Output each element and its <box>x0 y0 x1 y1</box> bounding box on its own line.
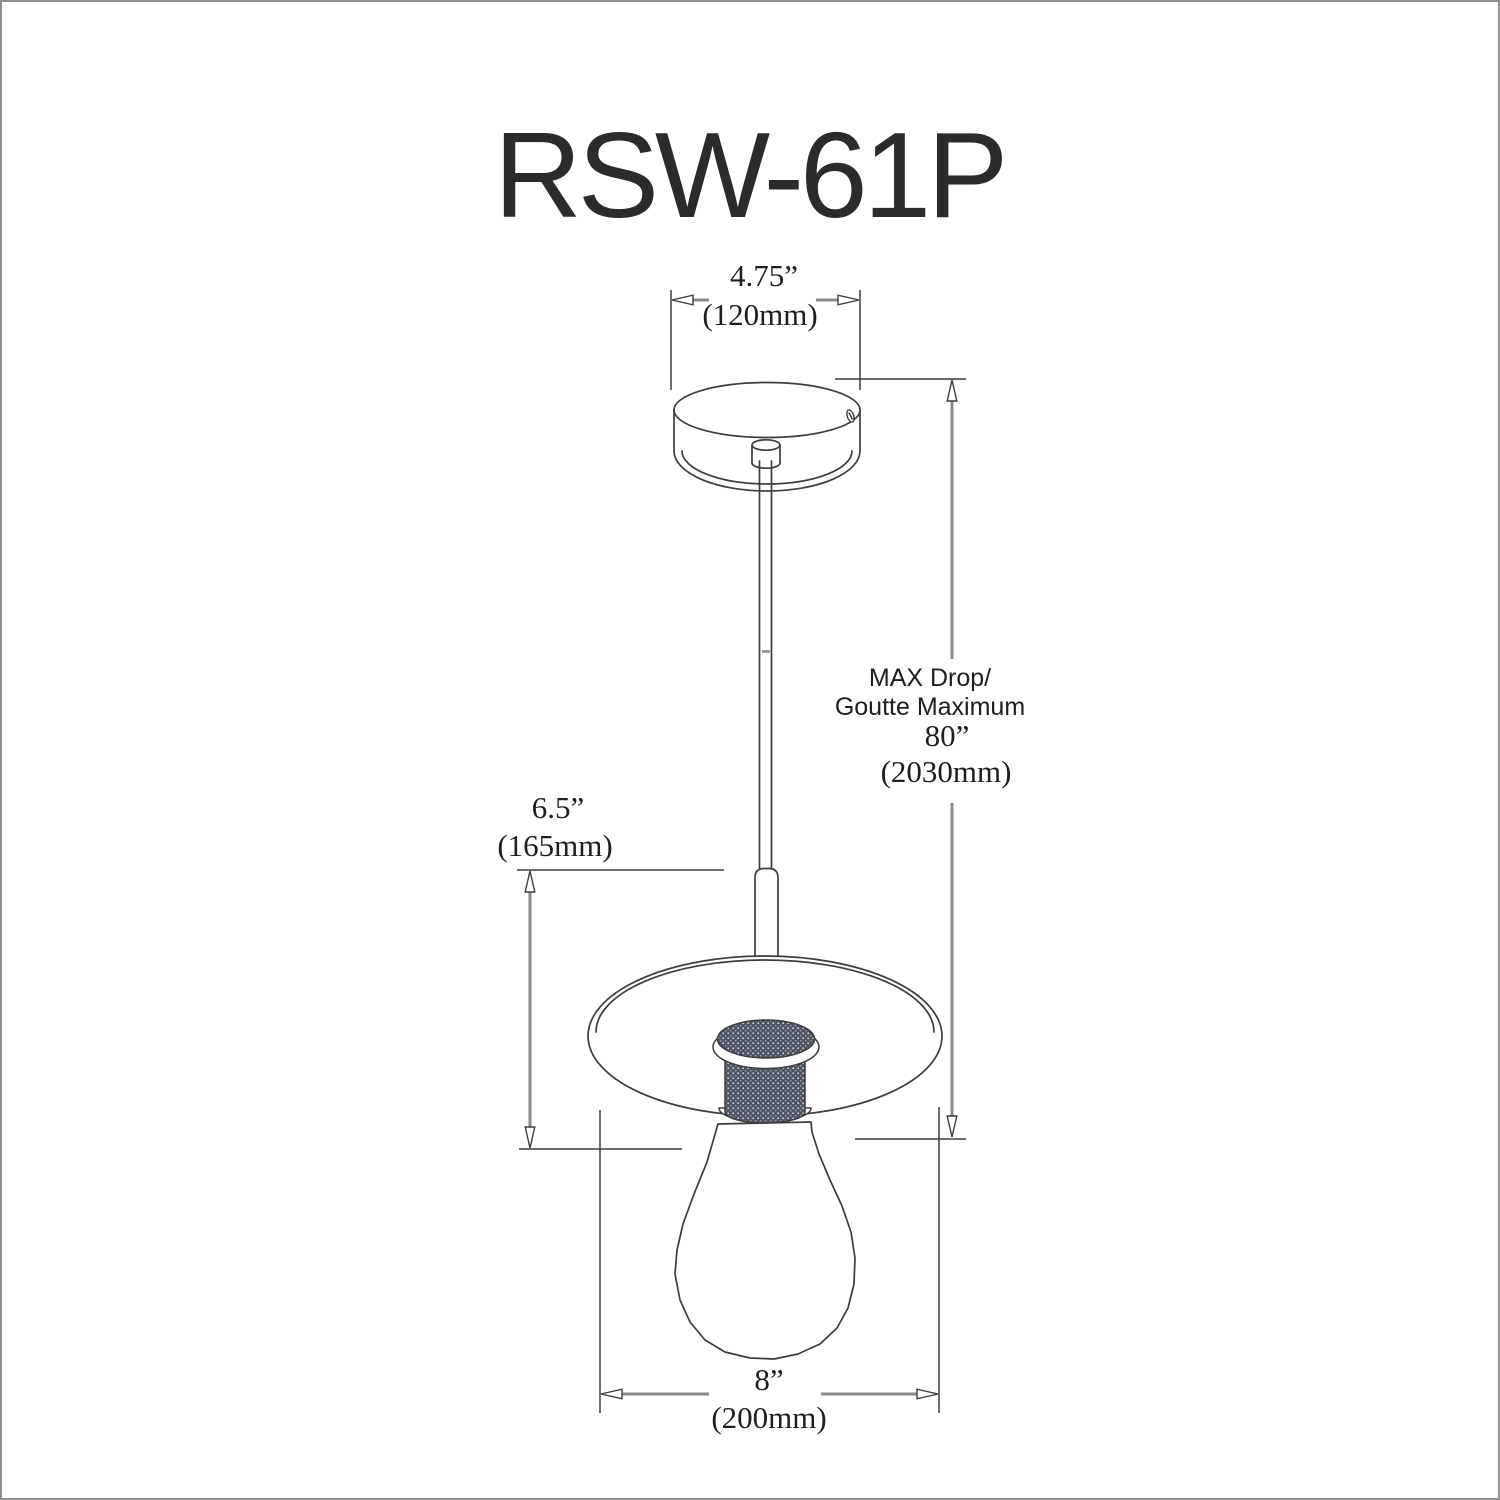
rod-coupler <box>754 867 779 965</box>
canopy-width-mm: (120mm) <box>702 297 818 332</box>
dim-max-drop <box>835 378 966 1140</box>
light-bulb <box>674 1121 856 1360</box>
dim-fixture-height <box>517 869 724 1150</box>
model-number: RSW-61P <box>493 107 1009 243</box>
hang-rod <box>758 460 773 871</box>
ceiling-canopy <box>673 381 861 492</box>
fixture-height-mm: (165mm) <box>497 828 613 863</box>
max-drop-mm: (2030mm) <box>880 754 1012 789</box>
fixture-height-inches: 6.5” <box>531 790 585 825</box>
shade-width-inches: 8” <box>754 1362 784 1397</box>
max-drop-inches: 80” <box>924 718 970 753</box>
dim-shade-width <box>599 1107 940 1413</box>
shade-width-mm: (200mm) <box>711 1400 827 1435</box>
socket-cap <box>716 1019 816 1059</box>
max-drop-label-en: MAX Drop/ <box>868 664 992 692</box>
canopy-screw <box>846 409 855 423</box>
max-drop-label-fr: Goutte Maximum <box>834 693 1026 721</box>
bulb-socket <box>712 1019 820 1124</box>
canopy-width-inches: 4.75” <box>729 258 799 293</box>
dim-canopy-width <box>670 290 861 390</box>
canopy-stem <box>751 438 781 470</box>
